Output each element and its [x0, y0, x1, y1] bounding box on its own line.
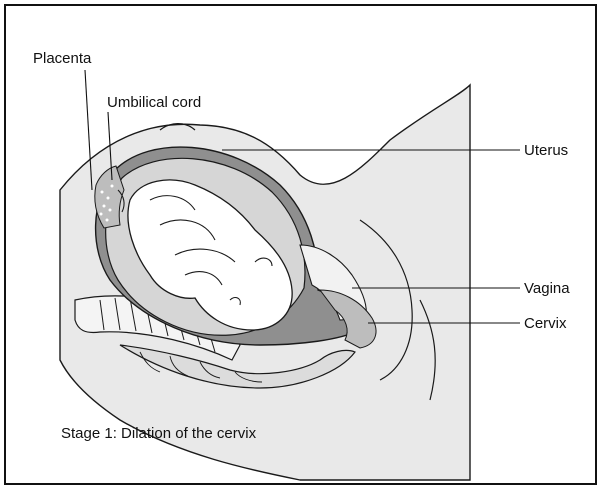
label-vagina: Vagina [524, 281, 570, 296]
label-cervix: Cervix [524, 316, 567, 331]
caption: Stage 1: Dilation of the cervix [61, 426, 256, 441]
label-uterus: Uterus [524, 143, 568, 158]
label-placenta: Placenta [33, 51, 91, 66]
label-umbilical-cord: Umbilical cord [107, 95, 201, 110]
